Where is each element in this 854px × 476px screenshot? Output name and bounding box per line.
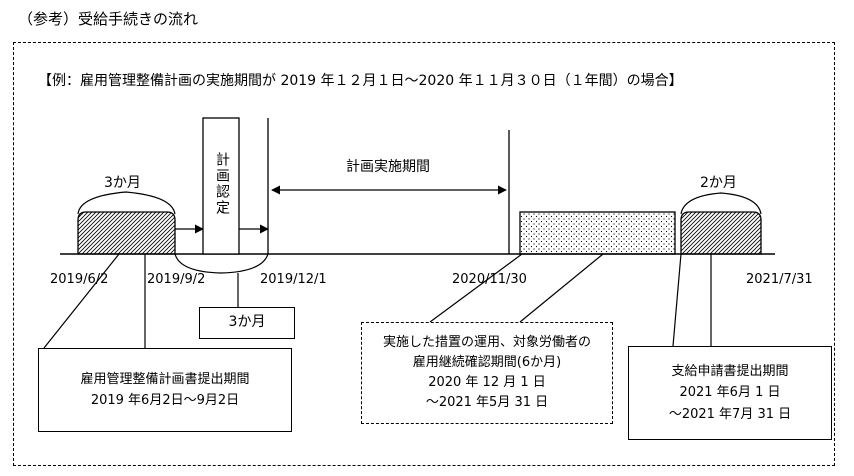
measures-box-line1: 実施した措置の運用、対象労働者の xyxy=(382,334,591,350)
measures-box-line2: 雇用継続確認期間(6か月) xyxy=(412,354,562,370)
approval-label: 計画認定 xyxy=(214,152,230,216)
measures-box-line3: 2020 年 12 月 1 日 xyxy=(428,375,546,390)
application-leader-a xyxy=(672,253,682,347)
date-start-submission: 2019/6/2 xyxy=(50,272,109,287)
diagram-frame xyxy=(13,42,835,466)
measures-box: 実施した措置の運用、対象労働者の 雇用継続確認期間(6か月) 2020 年 12… xyxy=(361,322,613,424)
application-box-line2: 2021 年6月 1 日 xyxy=(679,385,781,401)
approval-months-brace xyxy=(174,253,269,274)
plan-submission-bar xyxy=(77,211,176,255)
measures-leader-b xyxy=(519,253,604,323)
application-box-line3: ～2021 年7月 31 日 xyxy=(668,406,792,422)
page-title: （参考）受給手続きの流れ xyxy=(18,10,199,28)
date-plan-end: 2020/11/30 xyxy=(452,272,527,287)
application-bar xyxy=(680,211,762,255)
approval-months-box: 3か月 xyxy=(199,307,295,339)
plan-box-line1: 雇用管理整備計画書提出期間 xyxy=(80,371,250,387)
measures-box-line4: ～2021 年5月 31 日 xyxy=(425,395,549,411)
plan-leader-a xyxy=(43,253,120,349)
period-label: 計画実施期間 xyxy=(346,159,430,175)
application-box-line1: 支給申請書提出期間 xyxy=(671,363,789,379)
date-application-end: 2021/7/31 xyxy=(746,272,813,287)
application-box: 支給申請書提出期間 2021 年6月 1 日 ～2021 年7月 31 日 xyxy=(628,346,832,440)
date-plan-start: 2019/12/1 xyxy=(260,272,327,287)
right-months-label: 2か月 xyxy=(700,175,737,191)
right-months-brace xyxy=(680,192,762,215)
plan-submission-box: 雇用管理整備計画書提出期間 2019 年6月2日～9月2日 xyxy=(38,348,292,432)
plan-box-line2: 2019 年6月2日～9月2日 xyxy=(90,393,240,408)
measures-bar xyxy=(519,211,676,255)
measures-leader-a xyxy=(429,253,523,323)
example-heading: 【例：雇用管理整備計画の実施期間が 2019 年１２月１日～2020 年１１月３… xyxy=(38,73,683,89)
left-months-brace xyxy=(77,191,176,215)
date-end-submission: 2019/9/2 xyxy=(147,272,206,287)
approval-months-label: 3か月 xyxy=(228,314,266,331)
approval-box xyxy=(202,117,240,255)
left-months-label: 3か月 xyxy=(104,175,141,191)
